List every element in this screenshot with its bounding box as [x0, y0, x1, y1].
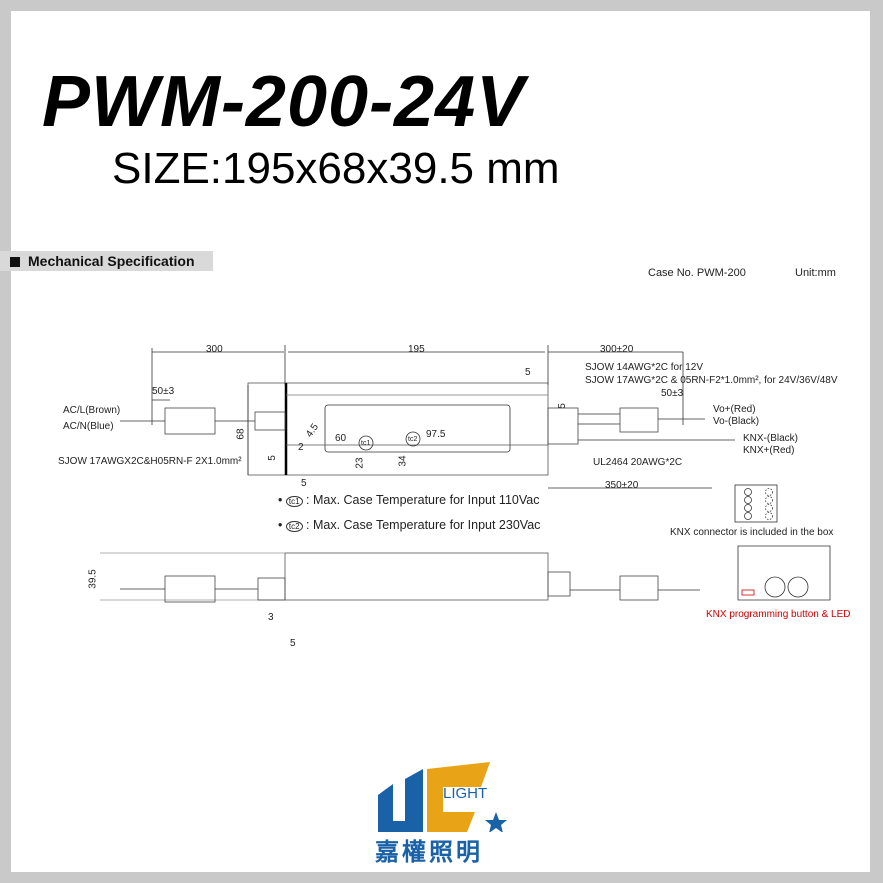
note-tc2-text: : Max. Case Temperature for Input 230Vac — [306, 518, 541, 532]
dim-2: 2 — [298, 442, 304, 453]
ac-l-label: AC/L(Brown) — [63, 405, 121, 416]
note-tc1: • tc1 : Max. Case Temperature for Input … — [278, 493, 540, 507]
logo-chinese-text: 嘉權照明 — [375, 839, 483, 866]
logo-mark-icon — [378, 762, 507, 832]
dim-350-20: 350±20 — [605, 480, 639, 491]
dim-5-side-view: 5 — [290, 638, 296, 649]
logo-light-text: LIGHT — [443, 785, 488, 802]
model-title: PWM-200-24V — [42, 62, 526, 142]
dim-60: 60 — [335, 433, 347, 444]
case-number: Case No. PWM-200 — [648, 267, 746, 279]
vo-plus-label: Vo+(Red) — [713, 404, 756, 415]
tc1-badge: tc1 — [361, 440, 371, 447]
dim-97-5: 97.5 — [426, 429, 446, 440]
knx-minus-label: KNX-(Black) — [743, 433, 799, 444]
dim-5-right: 5 — [556, 403, 568, 409]
dim-3: 3 — [268, 612, 274, 623]
unit-label: Unit:mm — [795, 267, 836, 279]
case-outline-side — [284, 552, 549, 601]
company-logo: LIGHT 嘉權照明 — [375, 757, 510, 866]
section-header: Mechanical Specification — [0, 251, 213, 271]
spec-sheet — [11, 11, 870, 872]
dim-195: 195 — [408, 344, 425, 355]
dim-50-right: 50±3 — [661, 388, 684, 399]
dim-50-left: 50±3 — [152, 386, 175, 397]
tc2-badge: tc2 — [408, 436, 418, 443]
tc2-marker — [405, 431, 421, 447]
tc2-note-badge: tc2 — [285, 521, 303, 532]
vo-minus-label: Vo-(Black) — [713, 416, 760, 427]
output-cable-other: SJOW 17AWG*2C & 05RN-F2*1.0mm², for 24V/… — [585, 375, 838, 386]
square-bullet-icon — [10, 257, 20, 267]
tc1-note-badge: tc1 — [285, 496, 303, 507]
knx-button-note: KNX programming button & LED — [706, 609, 851, 620]
dim-300-20: 300±20 — [600, 344, 634, 355]
dim-39-5: 39.5 — [87, 569, 99, 589]
dim-5-top: 5 — [525, 367, 531, 378]
dim-68: 68 — [235, 428, 247, 440]
dim-5-side: 5 — [266, 455, 278, 461]
note-tc2: • tc2 : Max. Case Temperature for Input … — [278, 518, 541, 532]
dim-5-bottom: 5 — [301, 478, 307, 489]
label-plate — [324, 404, 511, 453]
dim-300: 300 — [206, 344, 223, 355]
knx-connector-note: KNX connector is included in the box — [670, 527, 834, 538]
output-cable-12v: SJOW 14AWG*2C for 12V — [585, 362, 703, 373]
dim-23: 23 — [354, 457, 366, 469]
knx-cable-label: UL2464 20AWG*2C — [593, 457, 683, 468]
note-tc1-text: : Max. Case Temperature for Input 110Vac — [306, 493, 540, 507]
input-cable-label: SJOW 17AWGX2C&H05RN-F 2X1.0mm² — [58, 456, 242, 467]
size-text: SIZE:195x68x39.5 mm — [112, 144, 560, 193]
ac-n-label: AC/N(Blue) — [63, 421, 114, 432]
tc1-marker — [358, 435, 374, 451]
dim-34: 34 — [397, 455, 409, 467]
section-title: Mechanical Specification — [28, 253, 195, 269]
knx-plus-label: KNX+(Red) — [743, 445, 795, 456]
